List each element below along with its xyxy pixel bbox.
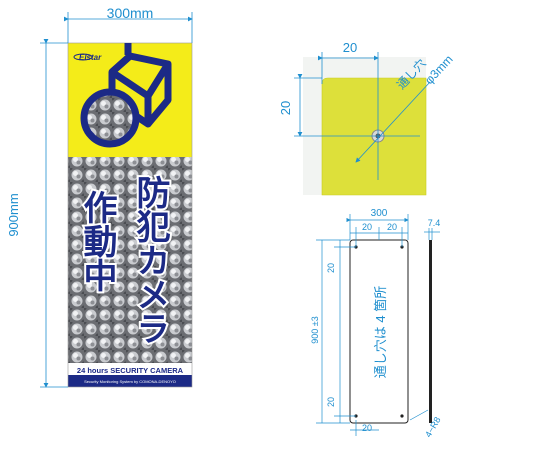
technical-drawing: 300 20 20 7.4 20 900 ±3 20 20 通し穴は 4 箇所 … <box>310 208 443 439</box>
sign-main-text: 作動中 防犯カメラ <box>75 173 172 347</box>
sign-illustration: Elstar 作動中 防犯カメラ 24 hours SECURITY CAMER… <box>67 42 193 388</box>
sign-footer-band <box>68 375 192 387</box>
sign-bottom-text: 24 hours SECURITY CAMERA <box>77 366 184 375</box>
drawing-left-top-offset: 20 <box>326 263 336 273</box>
brand-name: Elstar <box>79 53 102 62</box>
panel-side-view <box>429 240 432 423</box>
drawing-height-tolerance: 900 ±3 <box>310 316 320 343</box>
drawing-hole-note: 通し穴は 4 箇所 <box>373 286 388 378</box>
drawing-thickness: 7.4 <box>428 218 441 228</box>
drawing-top-left-offset: 20 <box>362 222 372 232</box>
sign-reflective-panel <box>68 157 192 363</box>
height-dimension-label: 900mm <box>6 193 21 236</box>
sign-dimensions <box>40 12 193 388</box>
hole-detail: 20 20 通し穴 φ3mm <box>278 40 456 196</box>
hole-dim-y: 20 <box>278 101 293 115</box>
security-camera-icon <box>80 43 172 148</box>
width-dimension-label: 300mm <box>107 5 154 21</box>
drawing-left-bottom-offset: 20 <box>326 397 336 407</box>
drawing-bottom-offset: 20 <box>362 423 372 433</box>
sign-white-band <box>68 363 192 375</box>
drawing-width: 300 <box>371 208 388 219</box>
hole-size: φ3mm <box>422 52 456 87</box>
drawing-corner-radius: 4−R8 <box>423 415 443 439</box>
hole-dim-x: 20 <box>343 40 357 55</box>
hole-bottom-right <box>400 414 404 418</box>
drawing-top-right-offset: 20 <box>387 222 397 232</box>
sign-text-operating: 作動中 <box>77 190 117 292</box>
sign-footer-text: Security Monitoring System by COMONA-DEN… <box>84 379 176 384</box>
sign-text-security-camera: 防犯カメラ <box>130 175 170 345</box>
brand-logo: Elstar <box>73 53 102 62</box>
